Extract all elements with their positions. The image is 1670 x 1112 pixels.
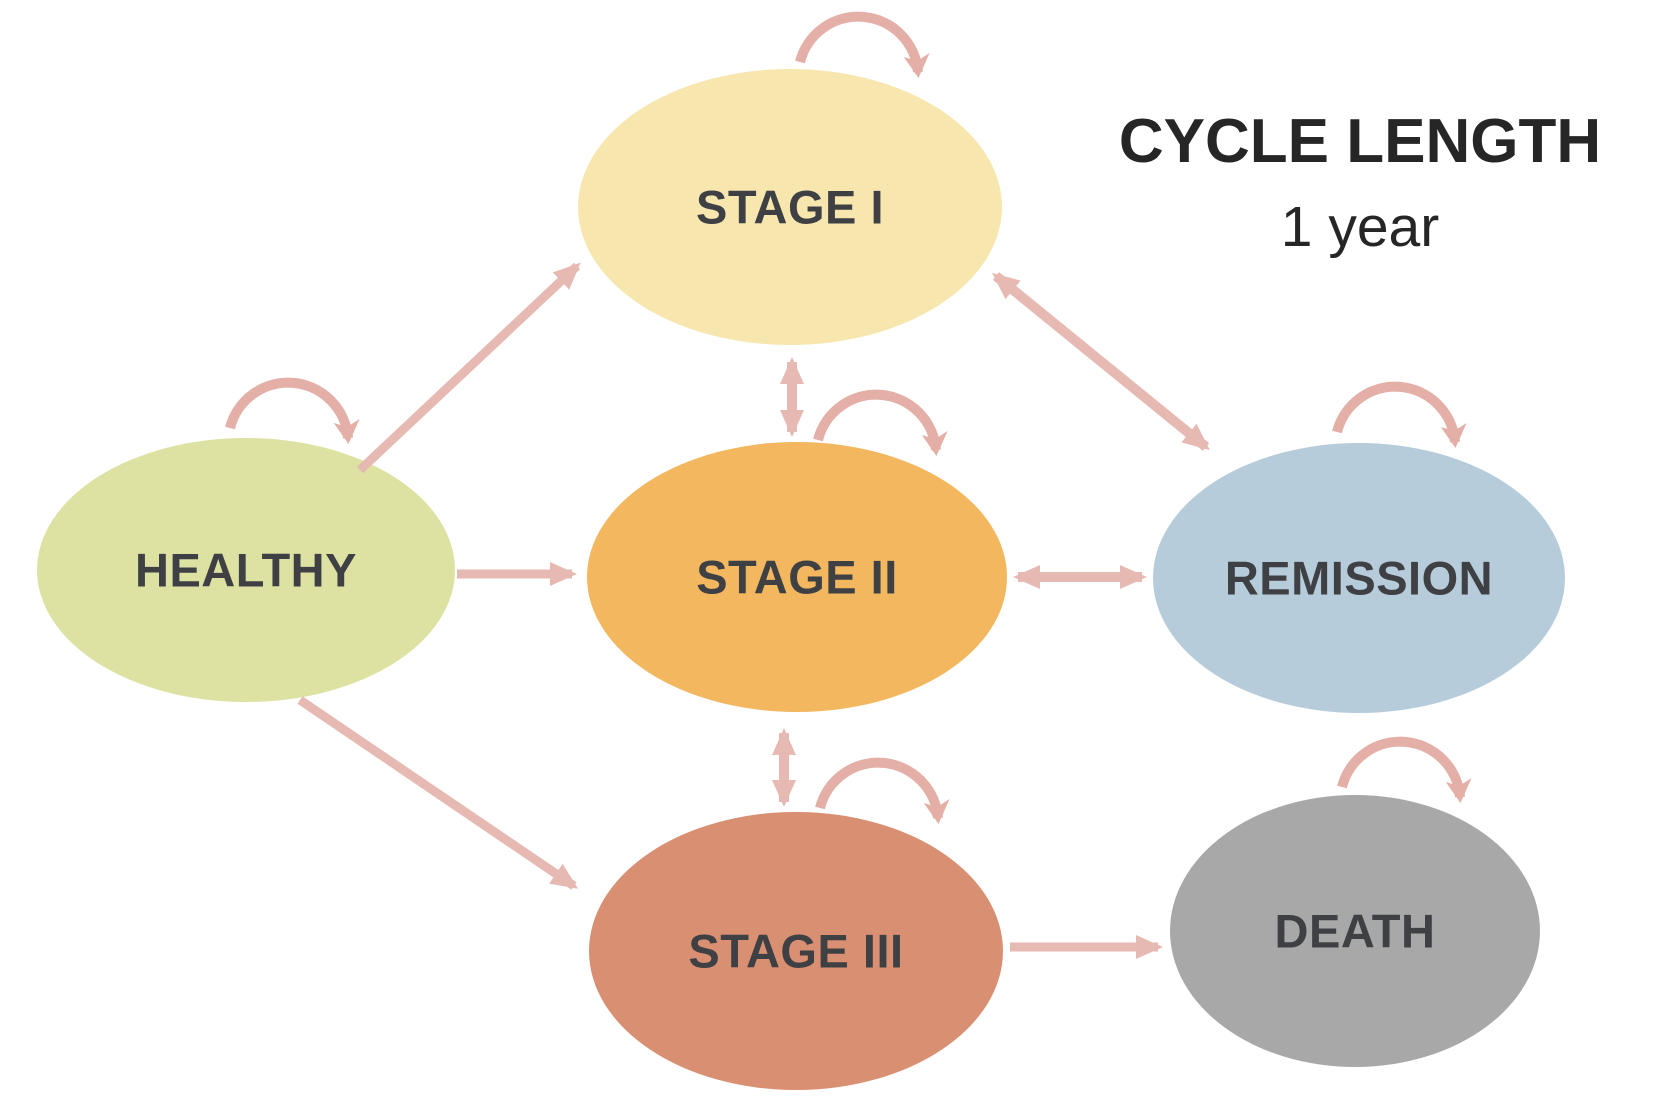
node-remission-label: REMISSION [1225, 552, 1493, 605]
node-death: DEATH [1170, 795, 1540, 1067]
edge-healthy-to-stage1 [356, 262, 581, 474]
node-stage3: STAGE III [589, 812, 1003, 1090]
node-healthy: HEALTHY [37, 438, 455, 702]
node-stage2-ellipse [587, 442, 1007, 712]
cycle-length-heading: CYCLE LENGTH [1119, 107, 1601, 176]
self-loop-stage3 [815, 757, 950, 824]
edges-one-way [297, 262, 1163, 959]
self-loop-stage2 [813, 389, 948, 456]
node-stage1-ellipse [578, 69, 1002, 345]
node-stage3-ellipse [589, 812, 1003, 1090]
node-death-label: DEATH [1275, 905, 1436, 958]
node-stage2: STAGE II [587, 442, 1007, 712]
node-stage2-label: STAGE II [696, 551, 898, 604]
node-stage3-label: STAGE III [688, 925, 903, 978]
self-loop-stage1 [795, 11, 930, 78]
node-remission: REMISSION [1153, 443, 1565, 713]
title-block: CYCLE LENGTH 1 year [1119, 107, 1601, 259]
self-loop-healthy [225, 377, 360, 444]
node-stage1: STAGE I [578, 69, 1002, 345]
edges-two-way [772, 272, 1210, 807]
edge-stage1-remission-bidirectional [992, 272, 1210, 451]
node-death-ellipse [1170, 795, 1540, 1067]
node-healthy-label: HEALTHY [135, 544, 357, 597]
cycle-length-value: 1 year [1281, 195, 1439, 259]
node-stage1-label: STAGE I [696, 181, 884, 234]
self-loop-remission [1332, 381, 1467, 448]
edge-healthy-to-stage3 [297, 696, 579, 890]
node-remission-ellipse [1153, 443, 1565, 713]
self-loop-death [1337, 736, 1472, 803]
self-loops [225, 11, 1472, 824]
node-healthy-ellipse [37, 438, 455, 702]
